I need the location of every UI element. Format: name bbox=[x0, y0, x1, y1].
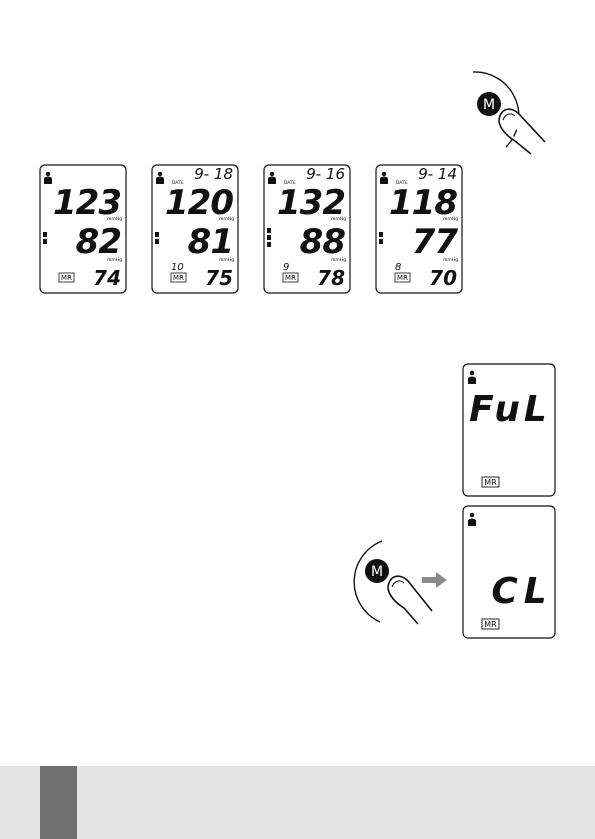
svg-text:MR: MR bbox=[61, 274, 72, 282]
svg-text:MR: MR bbox=[285, 274, 296, 282]
finger-press-icon: M bbox=[455, 64, 565, 164]
diastolic-value: 81 bbox=[188, 222, 233, 262]
date-value: 9- 18 bbox=[194, 165, 233, 183]
footer-tab bbox=[40, 766, 77, 839]
mr-badge-icon: MR bbox=[482, 619, 499, 629]
svg-text:M: M bbox=[371, 564, 383, 580]
footer-bar bbox=[0, 766, 595, 839]
unit-bottom: mmHg bbox=[331, 257, 346, 263]
memory-number: 8 bbox=[395, 262, 401, 273]
unit-bottom: mmHg bbox=[107, 257, 122, 263]
arrow-right-icon bbox=[420, 570, 450, 590]
diastolic-value: 88 bbox=[300, 222, 346, 262]
memory-number: 9 bbox=[283, 262, 289, 273]
mr-badge-icon: MR bbox=[395, 273, 410, 282]
svg-text:MR: MR bbox=[484, 620, 497, 629]
memory-number: 10 bbox=[171, 262, 184, 273]
m-button-label: M bbox=[483, 97, 495, 113]
clear-message: CL bbox=[491, 571, 552, 612]
svg-text:MR: MR bbox=[397, 274, 408, 282]
date-value: 9- 14 bbox=[418, 165, 457, 183]
mr-badge-icon: MR bbox=[283, 273, 298, 282]
svg-text:MR: MR bbox=[173, 274, 184, 282]
unit-bottom: mmHg bbox=[219, 257, 234, 263]
lcd-screen-clear: CL MR bbox=[462, 505, 557, 640]
date-value: 9- 16 bbox=[306, 165, 345, 183]
level-indicator bbox=[267, 228, 271, 247]
pulse-value: 74 bbox=[93, 266, 121, 290]
pulse-value: 78 bbox=[317, 266, 345, 290]
mr-badge-icon: MR bbox=[482, 477, 499, 487]
diastolic-value: 82 bbox=[76, 222, 121, 262]
mr-badge-icon: MR bbox=[171, 273, 186, 282]
full-message: FuL bbox=[469, 389, 551, 430]
diastolic-value: 77 bbox=[412, 222, 459, 262]
unit-bottom: mmHg bbox=[443, 257, 458, 263]
mr-badge-icon: MR bbox=[59, 273, 74, 282]
pulse-value: 75 bbox=[205, 266, 233, 290]
pulse-value: 70 bbox=[429, 266, 457, 290]
lcd-screen-full: FuL MR bbox=[462, 363, 557, 498]
svg-text:MR: MR bbox=[484, 478, 497, 487]
